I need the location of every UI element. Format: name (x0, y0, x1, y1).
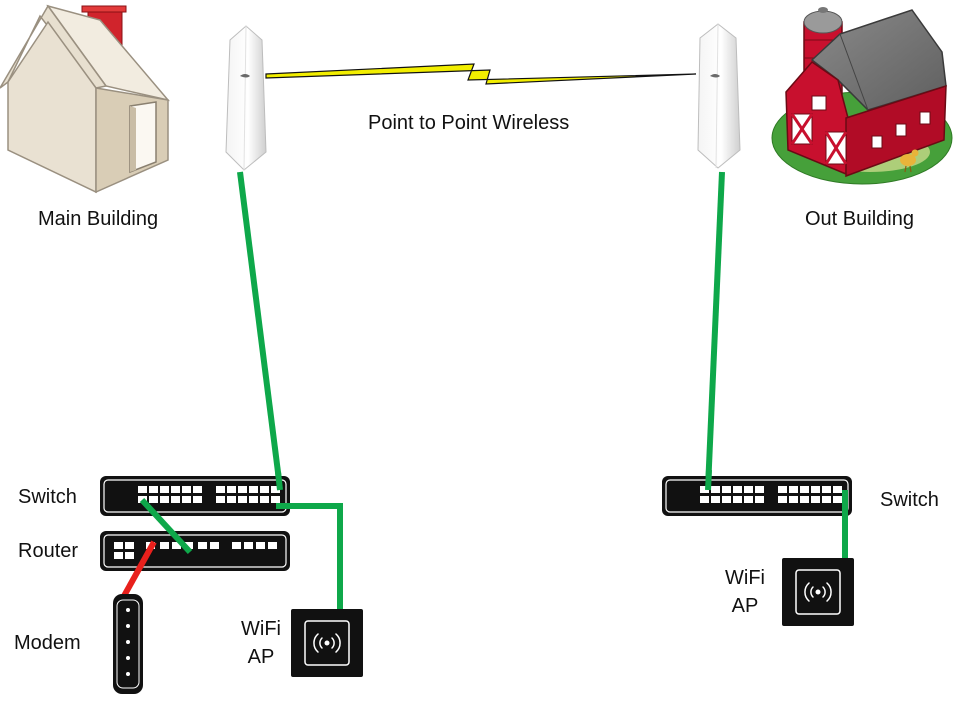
modem-label: Modem (14, 632, 81, 654)
main-ap-label-line2: AP (247, 646, 275, 668)
cable-router-to-modem (121, 540, 157, 598)
cable-main-switch-to-ap (278, 503, 343, 612)
main-switch-icon (100, 476, 290, 516)
cable-out-radio-port-stub (705, 469, 712, 491)
modem-icon (113, 594, 143, 694)
out-wifi-ap-icon (782, 558, 854, 626)
main-building-label: Main Building (38, 208, 159, 230)
ptp-link-label: Point to Point Wireless (368, 112, 570, 134)
out-switch-label: Switch (880, 489, 939, 511)
cable-out-radio-to-switch (705, 171, 725, 489)
router-label: Router (18, 540, 79, 562)
out-ap-label-line2: AP (731, 595, 759, 617)
cable-main-radio-port-stub (275, 471, 283, 491)
main-ap-label-line1: WiFi (241, 618, 281, 640)
out-building-label: Out Building (805, 208, 914, 230)
main-switch-label: Switch (18, 486, 77, 508)
router-icon (100, 531, 290, 571)
main-wifi-ap-icon (291, 609, 363, 677)
main-ptp-radio-icon (225, 25, 267, 171)
cable-main-radio-to-switch (237, 171, 283, 489)
out-switch-icon (662, 476, 852, 516)
house-icon (0, 4, 171, 194)
out-ap-label-line1: WiFi (725, 567, 765, 589)
wireless-link-bolt (265, 63, 697, 85)
ethernet-cables (237, 171, 848, 612)
barn-icon (771, 7, 953, 185)
cable-switch-to-router (139, 497, 193, 555)
out-ptp-radio-icon (697, 23, 741, 169)
